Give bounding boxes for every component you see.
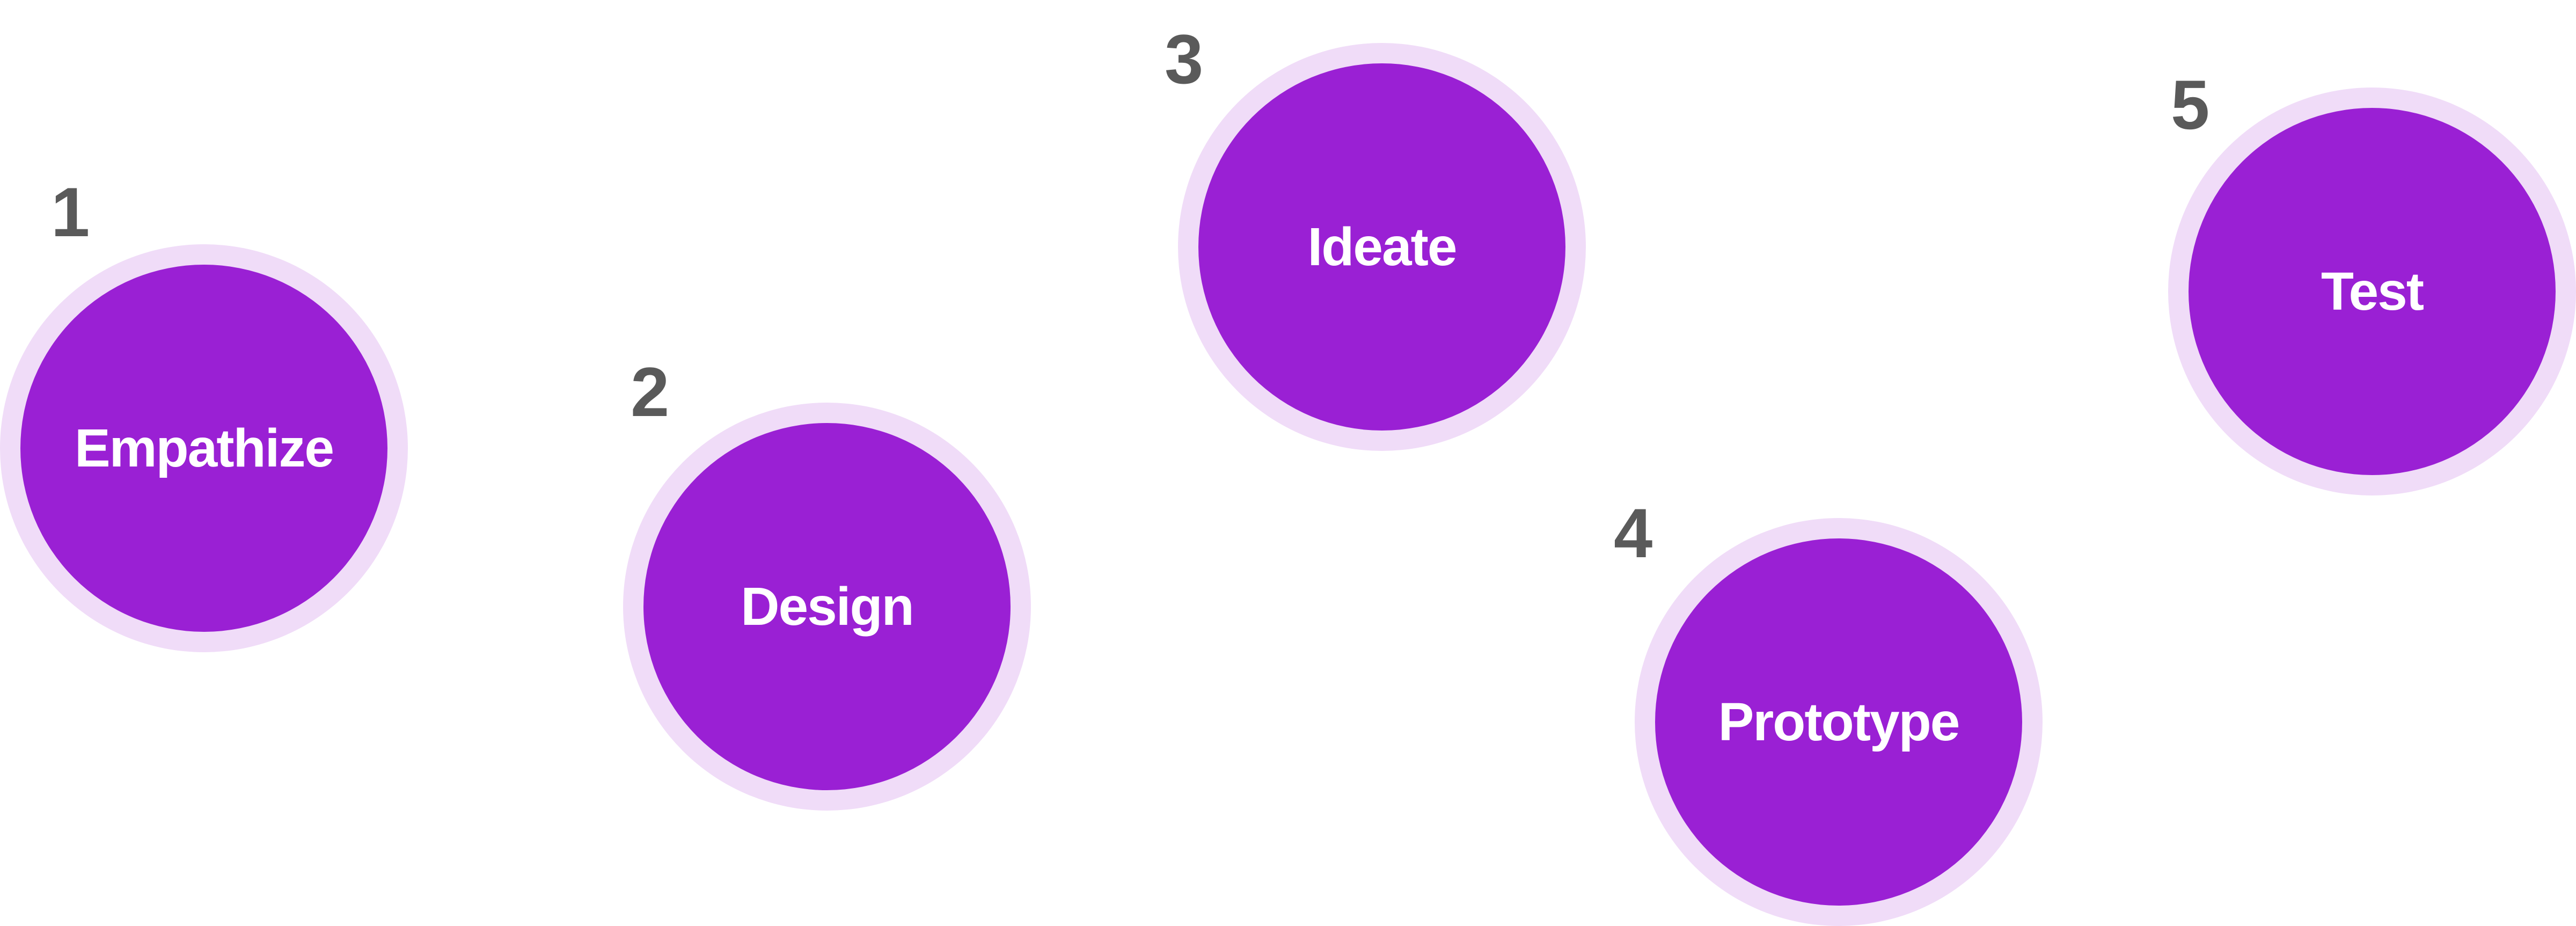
step-4-number: 4	[1614, 494, 1653, 572]
step-5-circle-ring: Test	[2168, 88, 2576, 495]
step-2-number: 2	[631, 353, 670, 431]
step-5-label: Test	[2321, 261, 2424, 322]
step-1-circle: Empathize	[20, 265, 387, 632]
step-3-number: 3	[1165, 20, 1204, 98]
step-4-circle-ring: Prototype	[1635, 518, 2043, 926]
step-3-circle: Ideate	[1198, 63, 1565, 431]
step-2-label: Design	[741, 576, 914, 637]
step-2-circle-ring: Design	[623, 403, 1031, 811]
step-1-label: Empathize	[74, 418, 334, 478]
step-3-circle-ring: Ideate	[1178, 43, 1586, 451]
step-2-circle: Design	[643, 423, 1011, 790]
step-3-label: Ideate	[1307, 216, 1457, 277]
step-5-circle: Test	[2189, 108, 2556, 475]
step-1-circle-ring: Empathize	[0, 244, 408, 652]
step-4-label: Prototype	[1718, 691, 1960, 752]
step-1-number: 1	[51, 173, 90, 251]
step-5-number: 5	[2171, 65, 2210, 144]
step-4-circle: Prototype	[1655, 538, 2022, 906]
